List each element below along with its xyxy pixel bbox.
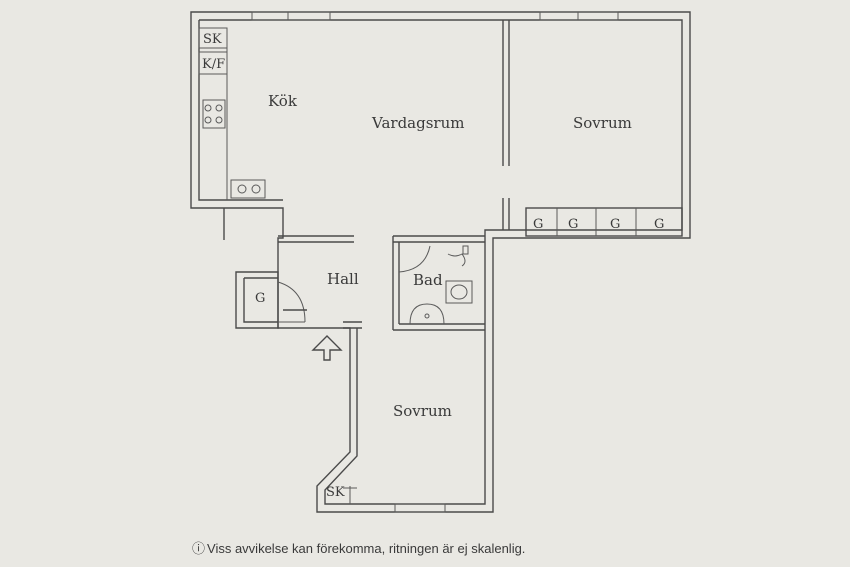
closet-sk-bedroom: SK — [326, 485, 345, 500]
wardrobe-label: G — [654, 217, 664, 232]
wardrobe-label: G — [568, 217, 578, 232]
kitchen-fixtures — [198, 27, 266, 200]
room-label-bath: Bad — [413, 271, 443, 289]
fridge-freezer-label: K/F — [202, 57, 225, 72]
room-label-bedroom-1: Sovrum — [573, 114, 632, 132]
interior-walls — [223, 20, 683, 331]
wardrobe-hall-label: G — [255, 291, 265, 306]
closet-sk-kitchen: SK — [203, 32, 222, 47]
wardrobe-label: G — [610, 217, 620, 232]
wardrobe-label: G — [533, 217, 543, 232]
windows-top — [251, 11, 619, 21]
disclaimer-text: Viss avvikelse kan förekomma, ritningen … — [207, 541, 526, 556]
outer-walls — [190, 11, 691, 513]
room-label-living: Vardagsrum — [371, 114, 464, 132]
info-circle-icon: ⓘ — [192, 541, 206, 556]
window-bottom — [394, 503, 446, 513]
room-label-hall: Hall — [327, 270, 359, 288]
entrance-arrow-icon — [311, 335, 343, 361]
bath-fixtures — [409, 245, 473, 325]
room-label-kitchen: Kök — [268, 92, 298, 110]
bedroom-closet — [343, 486, 357, 504]
room-label-bedroom-2: Sovrum — [393, 402, 452, 420]
